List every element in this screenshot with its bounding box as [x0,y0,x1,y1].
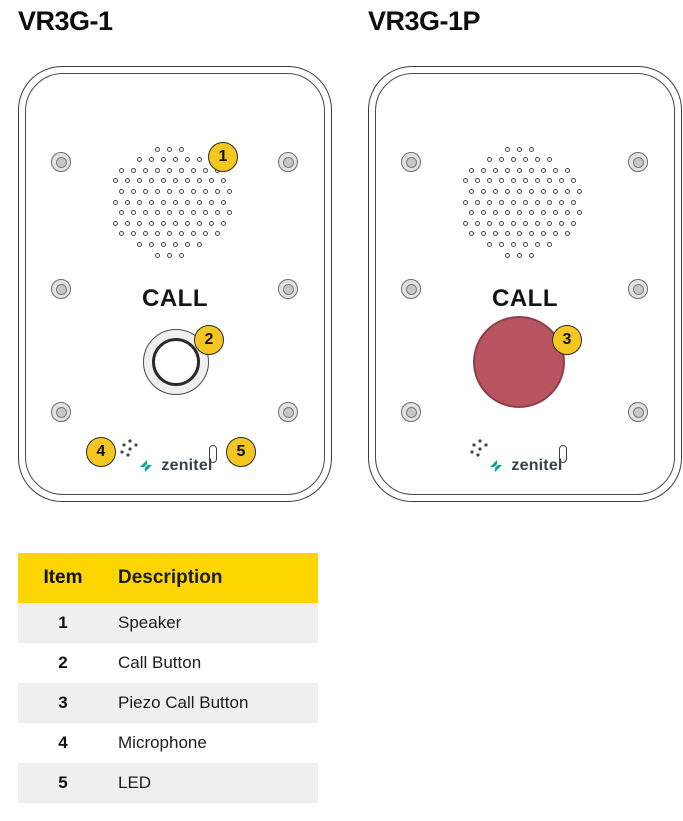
piezo-call-button [473,316,565,408]
zenitel-logo-icon [490,460,503,472]
header-item: Item [43,567,83,588]
callout-badge-call-button: 2 [194,325,224,355]
microphone-holes [470,439,488,457]
callout-badge-piezo-button: 3 [552,325,582,355]
item-cell: 5 [58,773,68,792]
screw [628,279,648,299]
zenitel-wordmark: zenitel [161,457,213,474]
call-label: CALL [492,285,558,312]
call-label: CALL [142,285,208,312]
screw [51,402,71,422]
callout-badge-led: 5 [226,437,256,467]
screw [401,152,421,172]
parts-table: Item Description 1 Speaker 2 Call Button… [18,553,318,803]
table-row: 3 Piezo Call Button [18,683,318,723]
zenitel-logo-icon [140,460,153,472]
item-cell: 2 [58,653,68,672]
header-description: Description [118,567,223,588]
call-button [143,329,209,395]
screw [278,279,298,299]
zenitel-logo: zenitel [19,457,331,475]
item-cell: 1 [58,613,68,632]
table-row: 1 Speaker [18,603,318,643]
screw [628,152,648,172]
screw [628,402,648,422]
callout-badge-speaker: 1 [208,142,238,172]
device-panel: CALL zenitel 1 2 4 5 [18,66,332,502]
table-row: 2 Call Button [18,643,318,683]
led-indicator [209,445,217,463]
zenitel-logo: zenitel [369,457,681,475]
device-title: VR3G-1P [368,6,481,36]
screw [51,279,71,299]
table-row: 5 LED [18,763,318,803]
description-cell: Microphone [118,733,207,752]
screw [401,279,421,299]
description-cell: Piezo Call Button [118,693,249,712]
microphone-holes [120,439,138,457]
description-cell: Call Button [118,653,202,672]
description-cell: Speaker [118,613,182,632]
zenitel-wordmark: zenitel [511,457,563,474]
device-panel: CALL zenitel 3 [368,66,682,502]
table-row: 4 Microphone [18,723,318,763]
screw [401,402,421,422]
table-header-row: Item Description [18,553,318,603]
led-indicator [559,445,567,463]
callout-badge-microphone: 4 [86,437,116,467]
item-cell: 4 [58,733,68,752]
call-button-ring [152,338,200,386]
screw [51,152,71,172]
device-title: VR3G-1 [18,6,113,36]
speaker-grille [455,145,587,259]
screw [278,152,298,172]
item-cell: 3 [58,693,68,712]
description-cell: LED [118,773,152,792]
screw [278,402,298,422]
